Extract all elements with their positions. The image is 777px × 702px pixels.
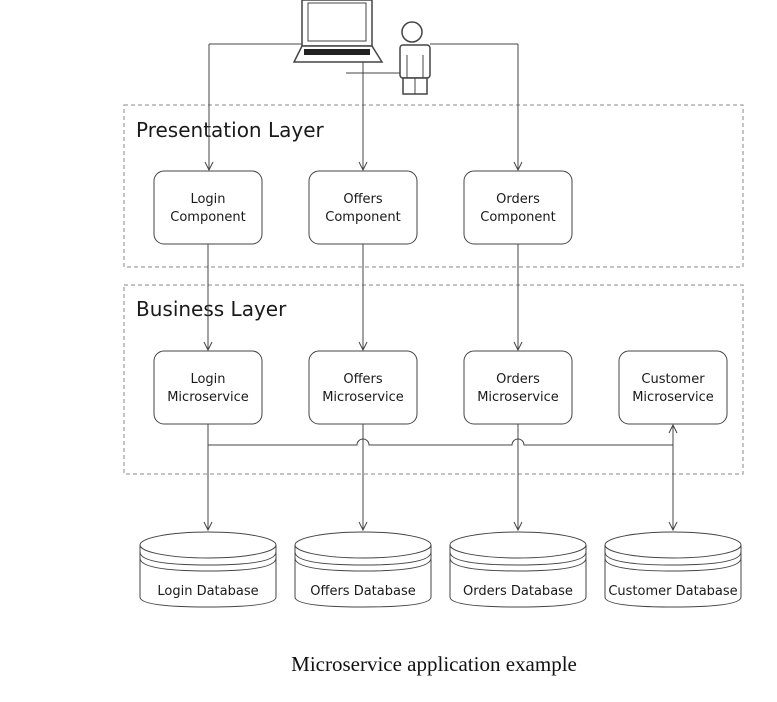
login-microservice-label-1: Login [190, 372, 225, 387]
service-to-db-arrows [208, 424, 673, 530]
login-component-label-2: Component [170, 210, 245, 225]
offers-database: Offers Database [294, 531, 432, 608]
orders-component: Orders Component [463, 170, 573, 245]
offers-database-label: Offers Database [310, 584, 415, 599]
top-connectors [209, 43, 518, 170]
offers-component-label-1: Offers [343, 192, 383, 207]
login-microservice: Login Microservice [153, 350, 263, 425]
customer-microservice-label-2: Microservice [632, 390, 714, 405]
orders-microservice-label-1: Orders [496, 372, 540, 387]
customer-database: Customer Database [604, 531, 742, 608]
customer-microservice: Customer Microservice [618, 350, 728, 425]
service-bus [207, 424, 673, 446]
business-layer-box [123, 284, 744, 475]
login-database-label: Login Database [157, 584, 258, 599]
login-component: Login Component [153, 170, 263, 245]
login-database: Login Database [139, 531, 277, 608]
orders-microservice-label-2: Microservice [477, 390, 559, 405]
orders-database-label: Orders Database [463, 584, 573, 599]
laptop-icon [292, 0, 384, 63]
offers-component-label-2: Component [325, 210, 400, 225]
login-component-label-1: Login [190, 192, 225, 207]
orders-component-label-1: Orders [496, 192, 540, 207]
presentation-layer-box [123, 104, 744, 268]
orders-database: Orders Database [449, 531, 587, 608]
offers-microservice-label-2: Microservice [322, 390, 404, 405]
orders-component-label-2: Component [480, 210, 555, 225]
figure-caption: Microservice application example [291, 652, 577, 676]
offers-microservice: Offers Microservice [308, 350, 418, 425]
presentation-layer-title: Presentation Layer [136, 118, 325, 142]
customer-database-label: Customer Database [608, 584, 737, 599]
login-microservice-label-2: Microservice [167, 390, 249, 405]
user-icon [399, 21, 431, 95]
business-layer-title: Business Layer [136, 297, 287, 321]
orders-microservice: Orders Microservice [463, 350, 573, 425]
component-to-service-arrows [208, 244, 518, 350]
offers-component: Offers Component [308, 170, 418, 245]
customer-microservice-label-1: Customer [641, 372, 705, 387]
offers-microservice-label-1: Offers [343, 372, 383, 387]
